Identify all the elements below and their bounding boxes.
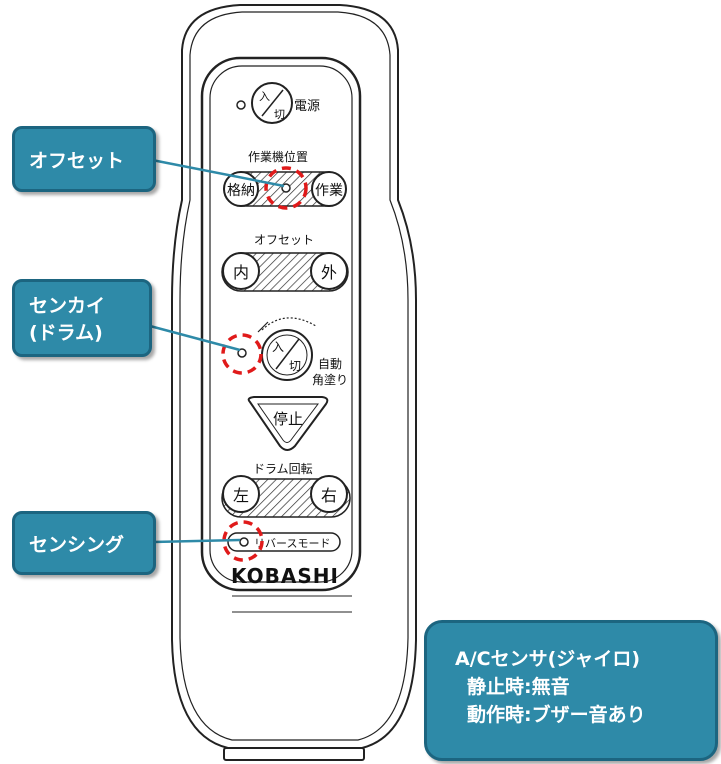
stop-label: 停止	[273, 410, 303, 428]
offset-leader-line	[151, 158, 285, 188]
senkai-callout: センカイ (ドラム)	[12, 279, 152, 357]
power-label: 電源	[294, 99, 320, 114]
outer-label: 外	[321, 263, 337, 282]
sensing-callout-text: センシング	[29, 533, 125, 556]
left-button[interactable]: 左	[222, 475, 260, 513]
reverse-mode-button[interactable]: リバースモード	[227, 532, 341, 552]
power-button[interactable]: 入 切	[251, 82, 293, 124]
right-button[interactable]: 右	[310, 475, 348, 513]
right-label: 右	[321, 486, 337, 505]
senkai-callout-line1: センカイ	[29, 295, 106, 317]
auto-off-glyph: 切	[289, 359, 301, 373]
offset-callout-text: オフセット	[29, 149, 125, 172]
auto-label-line2: 角塗り	[312, 372, 348, 387]
outer-button[interactable]: 外	[310, 252, 348, 290]
info-moving: 動作時:ブザー音あり	[467, 704, 646, 726]
info-title: A/Cセンサ(ジャイロ)	[455, 648, 641, 670]
sensing-callout: センシング	[12, 511, 156, 575]
auto-label-line1: 自動	[318, 357, 342, 371]
power-on-glyph: 入	[259, 90, 270, 103]
stow-button[interactable]: 格納	[223, 171, 259, 207]
offset-callout: オフセット	[12, 126, 156, 192]
sensing-highlight-circle	[222, 520, 264, 562]
stow-label: 格納	[227, 183, 255, 199]
senkai-leader-line	[149, 324, 241, 352]
work-position-title: 作業機位置	[248, 149, 308, 164]
auto-level-marks	[257, 317, 317, 333]
auto-corner-button[interactable]: 入 切	[261, 329, 313, 381]
sensing-leader-line	[152, 538, 241, 544]
offset-title: オフセット	[254, 233, 314, 247]
senkai-highlight-circle	[221, 333, 263, 375]
brand-logo: KOBASHI	[231, 564, 339, 588]
reverse-mode-label: リバースモード	[254, 537, 330, 550]
drum-rotation-title: ドラム回転	[253, 462, 313, 476]
stop-button[interactable]: 停止	[247, 396, 329, 451]
senkai-led	[237, 348, 247, 358]
gyro-sensor-info-box: A/Cセンサ(ジャイロ) 静止時:無音 動作時:ブザー音あり	[424, 620, 718, 761]
senkai-callout-line2: (ドラム)	[29, 322, 103, 344]
inner-button[interactable]: 内	[222, 252, 260, 290]
faceplate	[200, 56, 362, 592]
info-stationary: 静止時:無音	[467, 676, 570, 698]
work-button[interactable]: 作業	[311, 171, 347, 207]
remote-body	[171, 4, 417, 761]
auto-on-glyph: 入	[272, 340, 284, 354]
work-label: 作業	[315, 183, 343, 199]
sensing-led	[239, 537, 249, 547]
offset-highlight-circle	[264, 166, 308, 210]
power-led	[236, 100, 246, 110]
power-off-glyph: 切	[274, 108, 285, 121]
inner-label: 内	[233, 263, 249, 282]
left-label: 左	[233, 486, 249, 505]
